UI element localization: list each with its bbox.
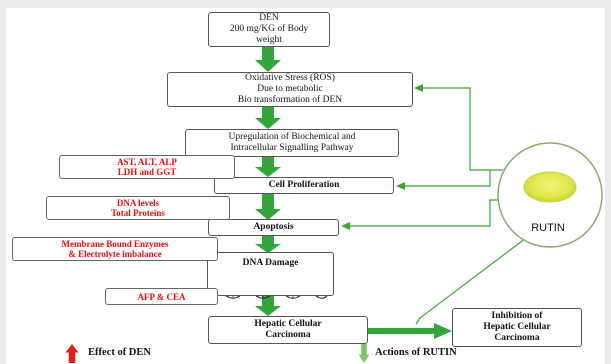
legend-rutin-action-icon	[358, 344, 370, 363]
legend-den-effect-text: Effect of DEN	[88, 347, 151, 358]
flow-arrow-upreg-to-prolif	[255, 157, 281, 177]
dna-damage-box: DNA Damage	[207, 252, 334, 296]
afp-cea-box: AFP & CEA	[105, 288, 218, 305]
apoptosis-box: Apoptosis	[208, 219, 339, 236]
den-dose-box: DEN 200 mg/KG of Body weight	[208, 12, 330, 47]
flow-arrow-hcc-to-inhibition	[368, 323, 452, 339]
rutin-powder	[523, 171, 577, 203]
rutin-illustration	[497, 142, 603, 248]
rutin-label: RUTIN	[531, 222, 565, 234]
flow-arrow-dna-to-hcc	[255, 296, 281, 316]
main-flow-arrows	[255, 46, 452, 339]
liver-enzymes-box: AST, ALT, ALP LDH and GGT	[59, 155, 235, 179]
cell-proliferation-box: Cell Proliferation	[214, 177, 394, 194]
dna-levels-box: DNA levels Total Proteins	[46, 196, 230, 220]
flow-arrow-ros-to-upreg	[255, 106, 281, 129]
flow-arrow-den-to-ros	[255, 46, 281, 72]
membrane-enzymes-box: Membrane Bound Enzymes & Electrolyte imb…	[12, 237, 218, 261]
upregulation-box: Upregulation of Biochemical and Intracel…	[185, 129, 399, 157]
flow-arrow-apoptosis-to-dna	[255, 235, 281, 253]
inhibition-hcc-box: Inhibition of Hepatic Cellular Carcinoma	[452, 308, 582, 347]
legend-den-effect-icon	[65, 344, 79, 363]
legend-rutin-action-text: Actions of RUTIN	[375, 347, 457, 358]
flow-arrow-prolif-to-apoptosis	[255, 193, 281, 220]
hcc-box: Hepatic Cellular Carcinoma	[208, 316, 368, 344]
rutin-connectors	[341, 84, 531, 325]
oxidative-stress-box: Oxidative Stress (ROS) Due to metabolic …	[167, 72, 413, 107]
